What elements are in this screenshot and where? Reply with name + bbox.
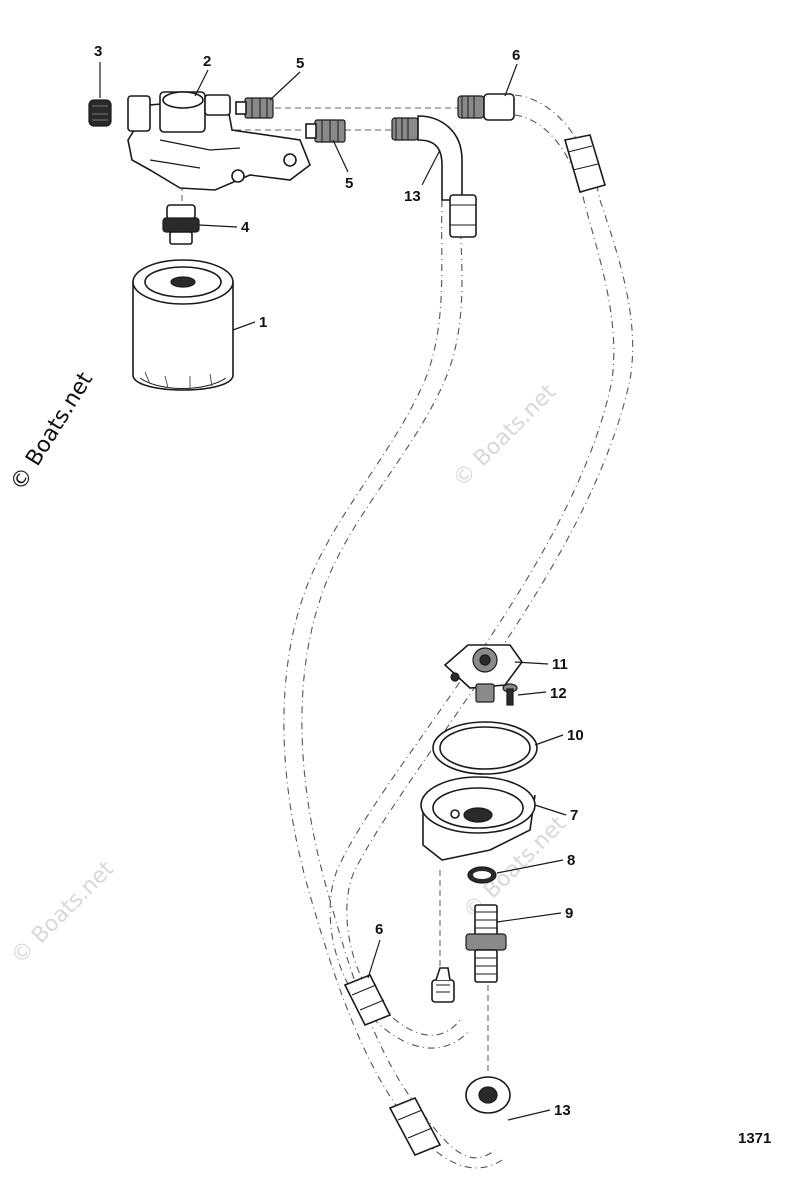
oil-filter-part-1 [132,259,234,391]
hose-6-lower-ferrule [343,973,392,1027]
callout-6-upper: 6 [512,47,520,64]
callout-13-lower: 13 [554,1102,571,1119]
callout-11: 11 [552,656,568,673]
nipple-part-9 [465,904,507,983]
callout-2: 2 [203,53,211,70]
callout-3: 3 [94,43,102,60]
watermark-lower-left: © Boats.net [7,856,120,969]
callout-10: 10 [567,727,584,744]
watermark-left: © Boats.net [6,368,99,495]
watermark-center: © Boats.net [449,379,562,492]
adapter-housing-part-7 [420,776,536,861]
adapter-part-4 [162,204,200,245]
screw-part-12 [502,683,518,706]
callout-6-lower: 6 [375,921,383,938]
hose-13-lower-nut [465,1076,511,1114]
callout-1: 1 [259,314,267,331]
filter-bracket-part-2 [127,91,311,191]
figure-number: 1371 [738,1130,771,1147]
hose-13-upper-ferrule [449,194,477,238]
plug-nut-part-3 [88,99,112,127]
callout-7: 7 [570,807,578,824]
gasket-ring-part-10 [432,721,538,775]
callout-9: 9 [565,905,573,922]
hose-6-upper-ferrule [563,134,607,193]
callout-13-upper: 13 [404,188,421,205]
fitting-part-5-upper [235,97,274,119]
hose-13-end-fitting [391,115,463,201]
leader-lines [99,62,567,1121]
callout-8: 8 [567,852,575,869]
callout-4: 4 [241,219,250,236]
callout-12: 12 [550,685,567,702]
hose-6-lower-nut [431,967,455,1003]
fitting-part-5-lower [305,119,346,143]
callout-5-lower: 5 [345,175,353,192]
hose-13-lower-ferrule [388,1096,442,1157]
callout-5-upper: 5 [296,55,304,72]
hose-6-end-fitting [457,93,515,121]
o-ring-part-8 [467,866,497,884]
